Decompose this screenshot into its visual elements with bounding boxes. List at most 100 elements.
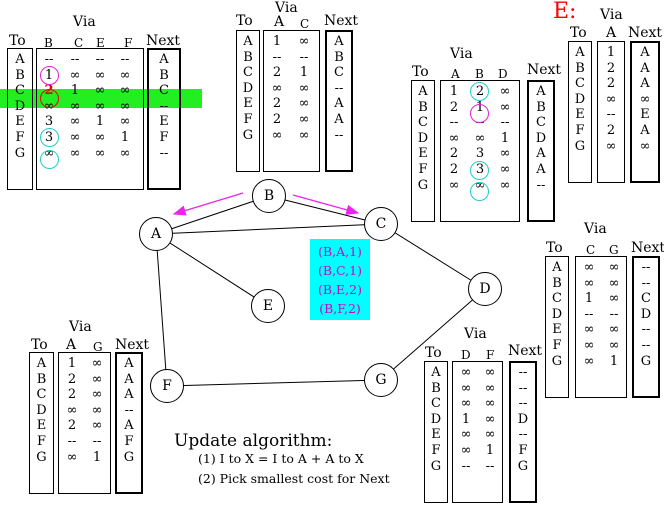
dest-cell: A xyxy=(418,84,428,99)
cost-cell: ∞ xyxy=(499,84,511,99)
cost-column-via-f: ∞∞∞∞∞1-- xyxy=(479,365,501,474)
dest-cell: A xyxy=(552,260,562,275)
next-cell: C xyxy=(641,291,651,307)
edge-b-c xyxy=(268,195,382,225)
dest-cell: A xyxy=(575,45,585,60)
next-cell: -- xyxy=(536,177,546,193)
dest-column-box xyxy=(411,80,435,222)
dest-cell: G xyxy=(36,449,47,465)
dest-cell: B xyxy=(552,275,562,291)
dest-cell: E xyxy=(243,96,253,112)
dest-cell: A xyxy=(15,52,25,67)
table-via-label: Via xyxy=(73,14,96,30)
cost-cell: -- xyxy=(609,306,619,322)
next-cell: A xyxy=(334,96,344,112)
cost-cell: ∞ xyxy=(119,67,131,83)
cost-cell: 1 xyxy=(70,83,80,99)
table-next-label: Next xyxy=(146,33,181,49)
next-cell: -- xyxy=(641,275,651,291)
next-column-box xyxy=(115,352,143,494)
edge-a-f xyxy=(155,233,168,387)
cost-cell: ∞ xyxy=(499,99,511,115)
edge-d-g xyxy=(380,288,486,381)
next-cell: A xyxy=(536,84,546,99)
cost-cell: ∞ xyxy=(94,98,106,114)
cost-cell: ∞ xyxy=(460,380,472,396)
dest-cell: F xyxy=(431,442,441,458)
cost-cell: ∞ xyxy=(608,322,620,338)
edge-f-g xyxy=(166,379,382,387)
table-next-label: Next xyxy=(631,240,664,256)
dest-cell: E xyxy=(552,322,562,338)
table-via-label: Via xyxy=(600,7,623,23)
cost-cell: ∞ xyxy=(484,427,496,443)
dest-cell: C xyxy=(418,115,428,131)
cost-cell: 1 xyxy=(609,353,619,369)
next-cell: G xyxy=(517,458,529,474)
dest-cell: C xyxy=(552,291,562,307)
dest-cell: G xyxy=(417,177,429,193)
cost-grid-box xyxy=(575,256,627,398)
cost-cell: ∞ xyxy=(119,83,131,99)
cost-cell: 1 xyxy=(272,34,282,49)
highlight-circle-cyan xyxy=(40,150,59,169)
table-next-label: Next xyxy=(324,13,359,29)
algorithm-title: Update algorithm: xyxy=(174,431,333,451)
cost-column-via-f: --∞∞∞∞1∞ xyxy=(114,52,136,161)
dest-cell: C xyxy=(15,83,25,99)
message-box: (B,A,1) (B,C,1) (B,E,2) (B,F,2) xyxy=(310,239,370,320)
dest-cell: G xyxy=(430,458,442,474)
via-col-header: C xyxy=(74,36,84,50)
via-col-header: G xyxy=(93,340,103,354)
cost-cell: 3 xyxy=(475,146,485,162)
next-column-box xyxy=(147,48,181,190)
next-cell: -- xyxy=(518,380,528,396)
cost-cell: 2 xyxy=(449,146,459,162)
cost-cell: ∞ xyxy=(298,80,310,96)
next-cell: -- xyxy=(641,337,651,353)
cost-cell: -- xyxy=(461,458,471,474)
cost-cell: ∞ xyxy=(484,396,496,412)
dest-cell: B xyxy=(36,371,47,387)
cost-cell: 1 xyxy=(606,45,616,60)
cost-cell: ∞ xyxy=(66,402,78,418)
cost-cell: ∞ xyxy=(271,127,283,143)
cost-column-via-e: --∞∞∞1∞∞ xyxy=(89,52,111,161)
dest-cell: G xyxy=(14,145,26,161)
next-cell: A xyxy=(640,122,650,138)
cost-cell: ∞ xyxy=(298,127,310,143)
cost-cell: 2 xyxy=(67,387,77,403)
dest-column-box xyxy=(29,352,54,494)
dest-cell: F xyxy=(243,111,253,127)
next-cell: -- xyxy=(518,427,528,443)
dest-cell: A xyxy=(36,356,47,371)
cost-cell: 2 xyxy=(606,60,616,76)
dest-cell: C xyxy=(575,76,585,92)
dest-cell: D xyxy=(242,80,254,96)
dest-cell: D xyxy=(417,130,429,146)
message-line: (B,F,2) xyxy=(319,301,361,316)
highlight-circle-cyan xyxy=(470,82,489,101)
node-d: D xyxy=(468,272,502,306)
cost-cell: ∞ xyxy=(608,260,620,275)
highlight-circle-cyan xyxy=(470,161,489,180)
cost-column-via-d: ∞∞∞1∞∞-- xyxy=(455,365,477,474)
cost-cell: 1 xyxy=(92,449,102,465)
cost-cell: ∞ xyxy=(69,114,81,130)
next-cell: A xyxy=(640,60,650,76)
arrow-b-to-a xyxy=(172,192,244,216)
next-cell: F xyxy=(159,129,169,145)
cost-cell: ∞ xyxy=(484,411,496,427)
cost-cell: -- xyxy=(44,52,54,67)
next-cell: B xyxy=(159,67,169,83)
cost-cell: -- xyxy=(120,52,130,67)
cost-cell: ∞ xyxy=(583,322,595,338)
